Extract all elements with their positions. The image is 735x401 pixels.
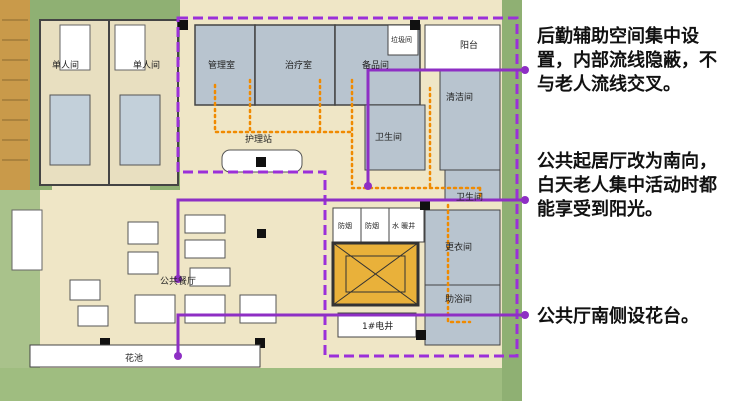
label-electric-shaft: 1#电井	[362, 320, 393, 332]
toilet-room-2	[444, 169, 501, 201]
label-flower-bed: 花池	[125, 352, 143, 364]
annotation-living-hall: 公共起居厅改为南向，白天老人集中活动时都能享受到阳光。	[537, 151, 717, 220]
toilet-room	[364, 104, 426, 171]
callout-line-2	[176, 198, 525, 278]
treatment-room	[254, 24, 336, 106]
label-cleaning: 清洁间	[446, 91, 473, 103]
label-supply: 备品间	[362, 59, 389, 71]
annotation-flower-terrace: 公共厅南侧设花台。	[537, 306, 699, 327]
label-single-room-1: 单人间	[52, 59, 79, 71]
label-smoke-2: 防烟	[365, 221, 379, 230]
cleaning-room	[439, 69, 501, 171]
stair-left	[0, 0, 30, 190]
label-treatment: 治疗室	[285, 59, 312, 71]
label-water-shaft: 水 暖井	[392, 221, 415, 230]
callout-lines	[176, 68, 525, 355]
changing-room	[424, 209, 501, 286]
label-management: 管理室	[208, 59, 235, 71]
label-public-dining: 公共餐厅	[160, 275, 196, 287]
flow-dots	[213, 78, 482, 324]
water-shaft	[388, 207, 425, 243]
label-trash: 垃圾间	[391, 35, 412, 44]
flower-bed	[29, 344, 261, 368]
callout-dots	[174, 66, 529, 360]
callout-line-1	[366, 68, 525, 185]
dashed-outline	[176, 16, 519, 358]
electric-shaft	[337, 312, 417, 338]
label-bath-assist: 助浴间	[445, 293, 472, 305]
annotation-logistics: 后勤辅助空间集中设置，内部流线隐蔽，不与老人流线交叉。	[537, 26, 717, 95]
management-room	[194, 24, 256, 106]
balcony	[424, 24, 501, 71]
label-toilet-2: 卫生间	[456, 191, 483, 203]
label-nurse-station: 护理站	[245, 133, 272, 145]
label-toilet: 卫生间	[375, 131, 402, 143]
label-changing: 更衣间	[445, 241, 472, 253]
callout-line-3	[176, 313, 525, 355]
planting-bottom	[0, 368, 522, 401]
label-single-room-2: 单人间	[133, 59, 160, 71]
label-smoke-1: 防烟	[338, 221, 352, 230]
dining-tables	[69, 214, 277, 327]
label-balcony: 阳台	[460, 39, 478, 51]
